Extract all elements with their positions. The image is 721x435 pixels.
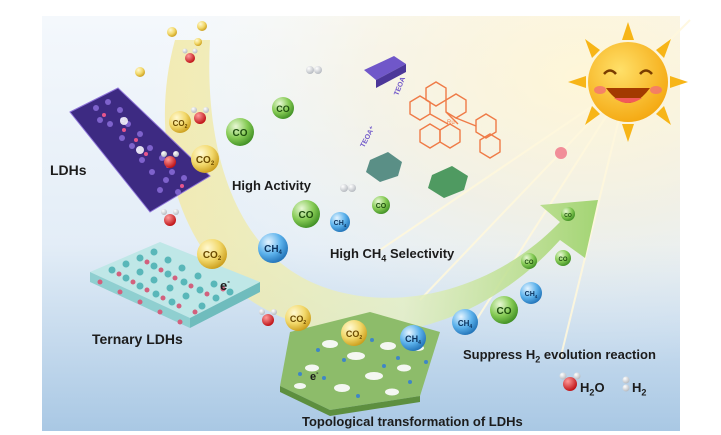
high-activity-label: High Activity: [232, 178, 311, 193]
topological-sheet: [280, 312, 440, 416]
svg-text:CO: CO: [559, 257, 568, 263]
ternary-ldhs-block: [90, 242, 260, 328]
svg-text:CO: CO: [497, 306, 512, 317]
co-bubble: CO: [490, 296, 518, 324]
co-bubble: CO: [555, 250, 571, 266]
co-bubble: CO: [226, 118, 254, 146]
svg-text:CO: CO: [564, 213, 572, 219]
co2-small-bubbles: [135, 21, 207, 77]
ternary-ldhs-label: Ternary LDHs: [92, 331, 183, 347]
ch4-bubble: CH4: [452, 309, 478, 335]
co-bubble: CO: [561, 207, 575, 221]
suppress-h2-label: Suppress H2 evolution reaction: [463, 347, 656, 365]
ru-complex-icon: [409, 81, 501, 159]
co-bubble: CO: [292, 200, 320, 228]
svg-text:CH4: CH4: [264, 244, 282, 256]
high-ch4-selectivity-label: High CH4 Selectivity: [330, 246, 455, 264]
svg-text:CO: CO: [299, 210, 314, 221]
ldhs-label: LDHs: [50, 162, 87, 178]
h2o-legend-label: H2O: [580, 380, 605, 398]
co-bubbles: CO CO CO CO CO CO CO CO: [226, 97, 575, 324]
co-bubble: CO: [272, 97, 294, 119]
water-legend-icon: [559, 372, 581, 391]
teoa-prism: [364, 56, 406, 80]
sun-icon: [568, 22, 688, 142]
water-molecules: [161, 48, 277, 326]
topological-transformation-label: Topological transformation of LDHs: [302, 414, 523, 429]
hex-catalyst-left: [366, 152, 402, 182]
ch4-bubbles: CH4 CH4 CH4 CH4 CH4: [258, 212, 542, 351]
svg-text:CO: CO: [525, 260, 534, 266]
co-bubble: CO: [521, 253, 537, 269]
teoa-prism-side: [376, 64, 406, 88]
ch4-bubble: CH4: [520, 282, 542, 304]
ldhs-sheet: [69, 87, 211, 213]
svg-text:CO2: CO2: [173, 119, 188, 130]
co2-bubble: CO2: [191, 145, 219, 173]
svg-text:CH4: CH4: [458, 319, 473, 330]
h2-legend-icon: [622, 376, 630, 392]
svg-text:CH4: CH4: [405, 334, 421, 346]
ch4-bubble: CH4: [258, 233, 288, 263]
co2-bubbles: CO2 CO2 CO2 CO2 CO2: [169, 111, 367, 346]
h2-molecules: [306, 66, 356, 192]
svg-text:CO2: CO2: [346, 329, 363, 341]
hex-catalyst-right: [428, 166, 468, 198]
electron-label: e-: [310, 370, 319, 383]
ch4-bubble: CH4: [400, 325, 426, 351]
svg-text:CH4: CH4: [525, 291, 538, 299]
svg-text:CO2: CO2: [290, 314, 307, 326]
ch4-bubble: CH4: [330, 212, 350, 232]
co2-bubble: CO2: [285, 305, 311, 331]
electron-label: e-: [220, 277, 230, 293]
electron-marks: e- e- e- e-: [120, 115, 319, 383]
co2-bubble: CO2: [341, 320, 367, 346]
light-spot: [555, 147, 567, 159]
electron-label: e-: [136, 145, 142, 154]
svg-text:CO: CO: [376, 203, 387, 210]
svg-text:CO: CO: [233, 128, 248, 139]
co2-bubble: CO2: [197, 239, 227, 269]
electron-label: e-: [120, 115, 126, 124]
svg-text:CO: CO: [276, 104, 290, 114]
svg-text:CO2: CO2: [203, 250, 222, 262]
ru-label: Ru: [447, 120, 455, 126]
co2-bubble: CO2: [169, 111, 191, 133]
svg-text:CO2: CO2: [196, 155, 215, 167]
h2-legend-label: H2: [632, 380, 647, 398]
co-bubble: CO: [372, 196, 390, 214]
svg-text:CH4: CH4: [334, 220, 347, 228]
